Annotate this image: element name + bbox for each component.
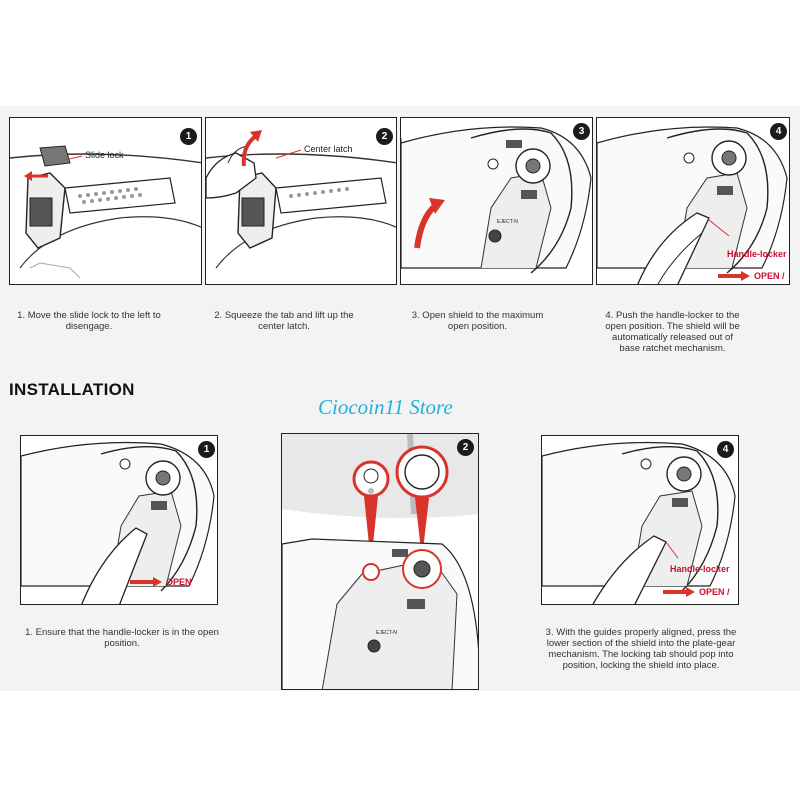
- step-badge: 4: [770, 123, 787, 140]
- step-badge: 4: [717, 441, 734, 458]
- slide-lock-callout: Slide lock: [85, 150, 124, 160]
- removal-step-4-panel: Handle-locker OPEN / 4: [596, 117, 790, 285]
- open-direction-indicator: OPEN /: [718, 271, 785, 281]
- step-badge: 1: [198, 441, 215, 458]
- removal-caption-4: 4. Push the handle-locker to the open po…: [605, 310, 740, 354]
- install-step-2-panel: EJECT-N 2: [281, 433, 479, 690]
- open-label: OPEN /: [699, 587, 730, 597]
- right-arrow-icon: [718, 271, 750, 281]
- removal-step-1-panel: Slide lock 1: [9, 117, 202, 285]
- removal-caption-3: 3. Open shield to the maximum open posit…: [411, 310, 544, 332]
- handle-locker-push-illustration: [597, 126, 788, 284]
- shield-installed-illustration: [542, 441, 736, 604]
- mechanism-marking: EJECT-N: [376, 630, 397, 636]
- helmet-slide-lock-illustration: [10, 145, 201, 279]
- mechanism-marking: EJECT-N: [497, 219, 518, 225]
- step-badge: 1: [180, 128, 197, 145]
- open-direction-indicator: OPEN /: [663, 587, 730, 597]
- handle-locker-callout: Handle-locker: [727, 249, 787, 259]
- open-label: OPEN /: [754, 271, 785, 281]
- helmet-center-latch-illustration: [206, 130, 396, 269]
- step-badge: 3: [573, 123, 590, 140]
- center-latch-callout: Center latch: [304, 144, 353, 154]
- removal-caption-1: 1. Move the slide lock to the left to di…: [17, 310, 161, 332]
- store-watermark: Ciocoin11 Store: [318, 395, 453, 419]
- shield-open-illustration: [401, 126, 592, 274]
- section-heading: INSTALLATION: [9, 380, 135, 399]
- open-direction-indicator: OPEN: [130, 577, 192, 587]
- removal-caption-2: 2. Squeeze the tab and lift up the cente…: [214, 310, 354, 332]
- right-arrow-icon: [130, 577, 162, 587]
- handle-locker-open-illustration: [21, 441, 215, 604]
- shield-alignment-illustration: [282, 434, 478, 689]
- handle-locker-callout: Handle-locker: [670, 564, 730, 574]
- install-step-4-panel: Handle-locker OPEN / 4: [541, 435, 739, 605]
- install-caption-3: 3. With the guides properly aligned, pre…: [545, 627, 737, 671]
- step-badge: 2: [457, 439, 474, 456]
- install-step-1-panel: OPEN 1: [20, 435, 218, 605]
- removal-step-3-panel: EJECT-N 3: [400, 117, 593, 285]
- removal-step-2-panel: Center latch 2: [205, 117, 397, 285]
- open-label: OPEN: [166, 577, 192, 587]
- right-arrow-icon: [663, 587, 695, 597]
- step-badge: 2: [376, 128, 393, 145]
- install-caption-1: 1. Ensure that the handle-locker is in t…: [25, 627, 219, 649]
